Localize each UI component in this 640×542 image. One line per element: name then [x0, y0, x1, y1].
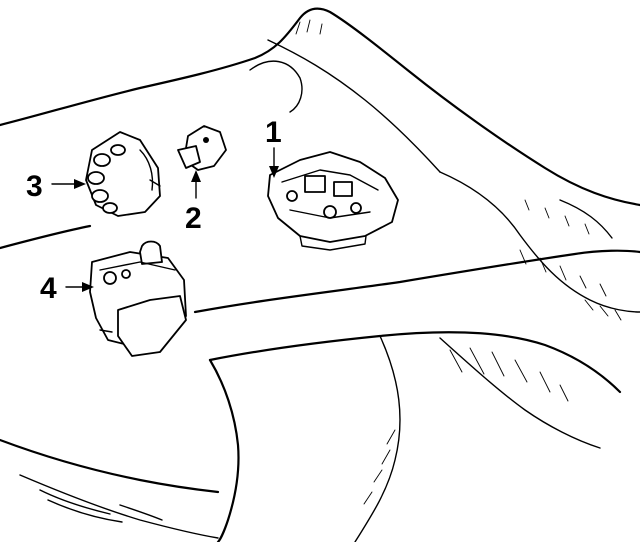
callout-number-1: 1 [265, 116, 282, 149]
callout-number-3: 3 [26, 170, 43, 203]
callout-arrows [51, 147, 279, 292]
ignition-module-part [267, 151, 399, 251]
callout-number-4: 4 [40, 272, 57, 305]
vehicle-body-outline [0, 7, 640, 542]
rotor-part [177, 125, 227, 171]
distributor-housing-part [89, 240, 187, 357]
callout-number-2: 2 [185, 202, 202, 235]
distributor-cap-part [85, 131, 161, 217]
